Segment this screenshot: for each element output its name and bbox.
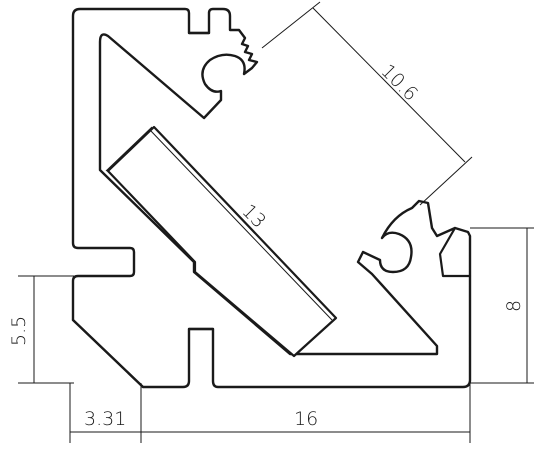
dimension-diagonal-top: 10.6 bbox=[261, 1, 473, 206]
profile-lower-wall bbox=[71, 318, 145, 389]
profile-right-notch bbox=[438, 226, 472, 278]
dimension-bottom: 3.31 16 bbox=[69, 383, 471, 443]
profile-outer-outline bbox=[71, 7, 472, 389]
dimension-right-height: 8 bbox=[470, 227, 534, 384]
dimension-label-bottom-left-width: 3.31 bbox=[84, 408, 126, 430]
dimension-label-left-height: 5.5 bbox=[8, 316, 30, 346]
dimension-label-right-height: 8 bbox=[503, 300, 525, 312]
dimension-left-height: 5.5 bbox=[8, 275, 74, 384]
dimension-label-bottom-width: 16 bbox=[294, 408, 318, 430]
dimension-label-diagonal-top: 10.6 bbox=[376, 60, 421, 105]
